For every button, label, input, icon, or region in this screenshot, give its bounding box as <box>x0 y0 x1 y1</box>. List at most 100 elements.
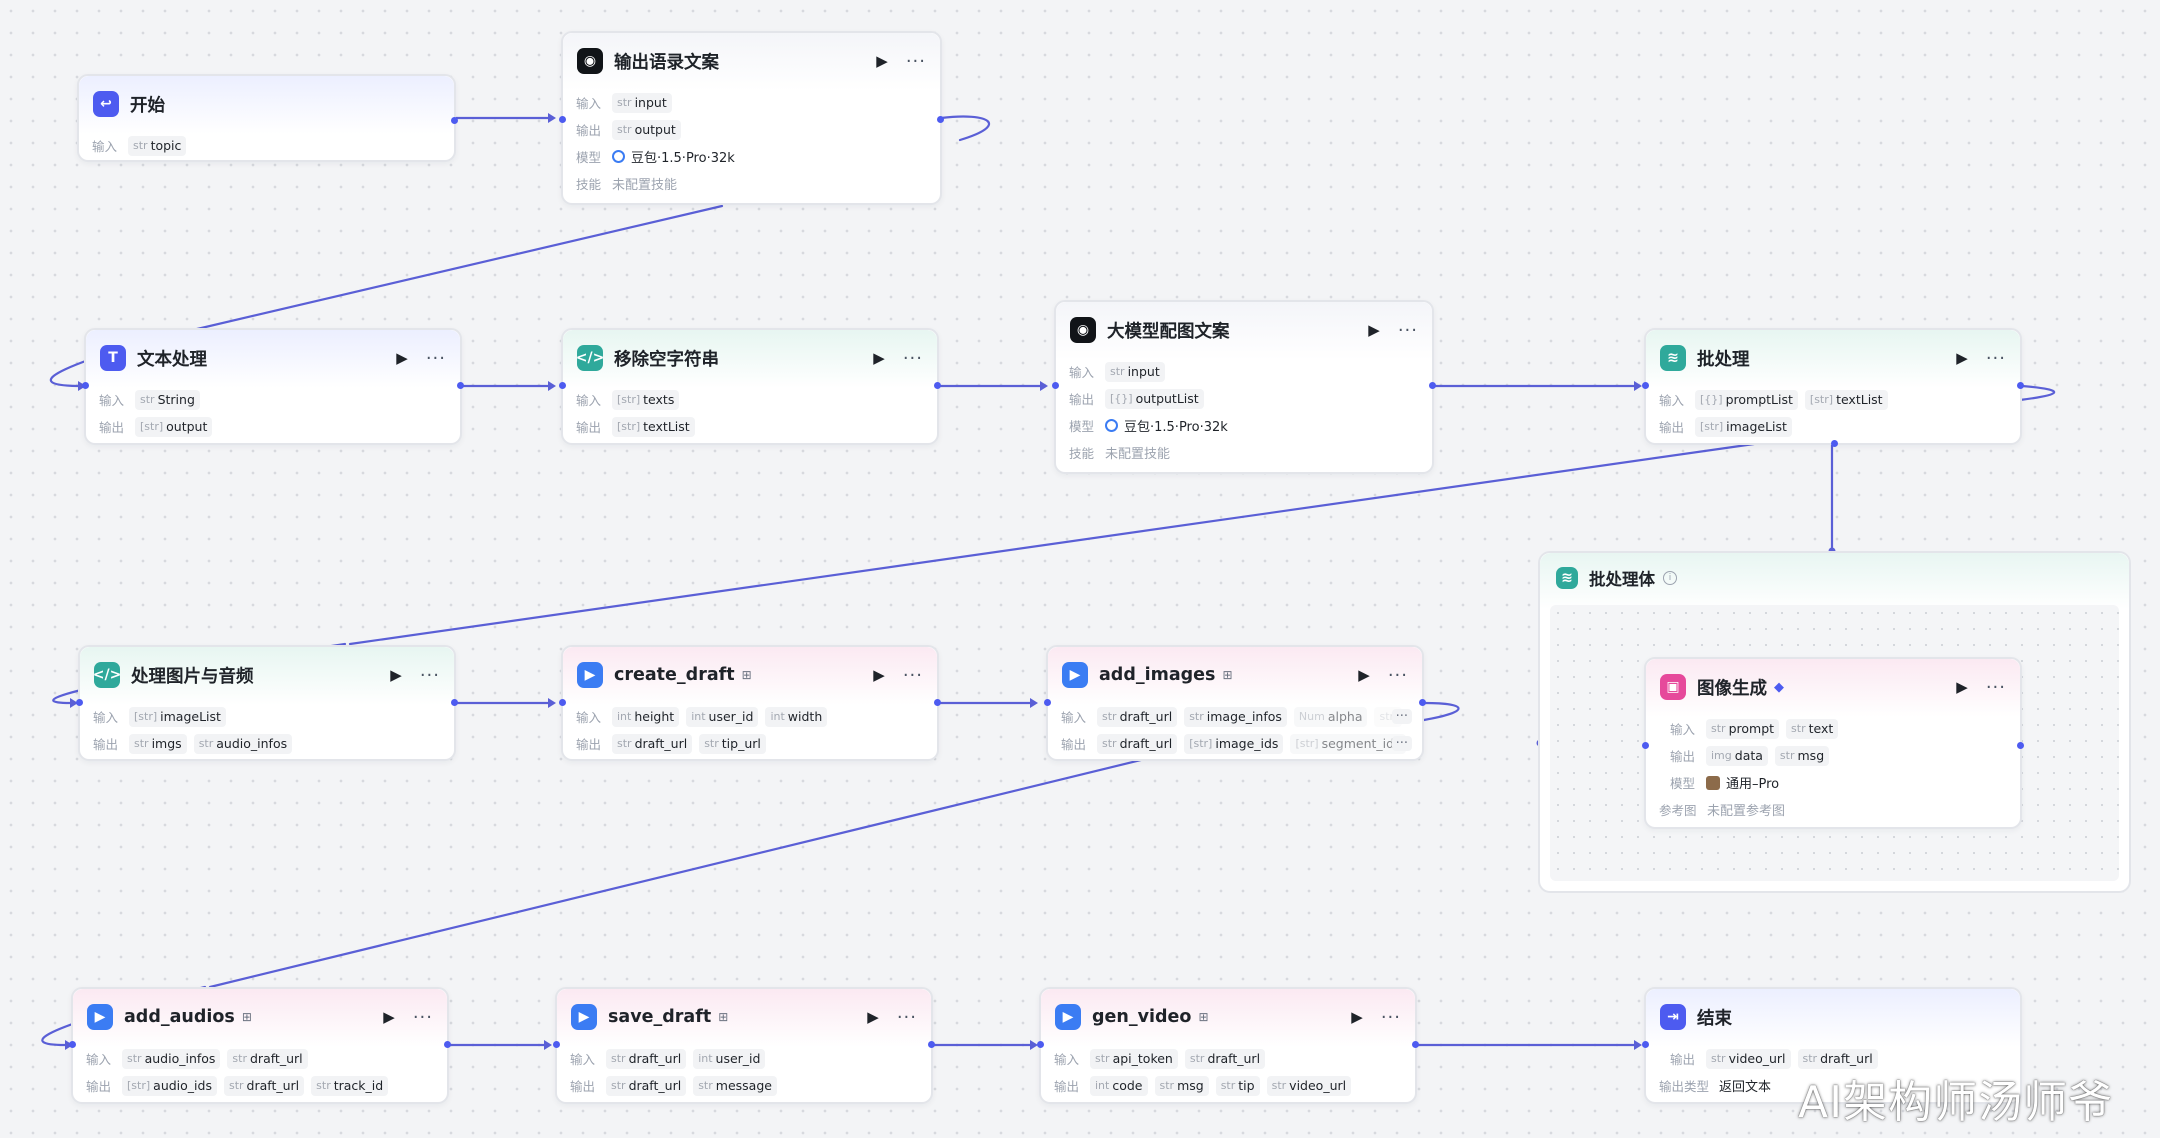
output-port[interactable] <box>2017 741 2024 749</box>
output-port[interactable] <box>1419 698 1426 706</box>
input-label: 输入 <box>576 710 602 725</box>
more-icon[interactable]: ··· <box>1985 676 2006 698</box>
run-icon[interactable]: ▶ <box>873 666 885 684</box>
run-icon[interactable]: ▶ <box>873 349 885 367</box>
more-icon[interactable]: ··· <box>902 347 923 369</box>
output-type-label: 输出类型 <box>1659 1079 1710 1094</box>
model-value: 豆包·1.5·Pro·32k <box>612 147 735 166</box>
output-port[interactable] <box>444 1040 451 1048</box>
more-icon[interactable]: ··· <box>425 347 446 369</box>
output-port[interactable] <box>928 1040 935 1048</box>
node-title: create_draft <box>614 665 735 685</box>
output-port[interactable] <box>457 381 464 389</box>
input-port[interactable] <box>1044 698 1051 706</box>
more-icon[interactable]: ··· <box>896 1006 917 1028</box>
output-port[interactable] <box>934 381 941 389</box>
node-batch[interactable]: ≋ 批处理 ▶ ··· 输入 [{}]promptList [str]textL… <box>1642 328 2024 447</box>
output-port[interactable] <box>934 698 941 706</box>
batch-icon: ≋ <box>1660 345 1686 371</box>
input-port[interactable] <box>1642 1040 1649 1048</box>
more-icon[interactable]: ··· <box>1387 664 1408 686</box>
node-title: 图像生成 <box>1697 678 1767 699</box>
more-icon[interactable]: ··· <box>1397 319 1418 341</box>
ref-value: 未配置参考图 <box>1707 804 1786 819</box>
input-port[interactable] <box>1037 1040 1044 1048</box>
more-icon[interactable]: ··· <box>419 664 440 686</box>
output-label: 输出 <box>1670 749 1696 764</box>
output-label: 输出 <box>1061 737 1087 752</box>
run-icon[interactable]: ▶ <box>1358 666 1370 684</box>
run-icon[interactable]: ▶ <box>1351 1008 1363 1026</box>
more-params-icon[interactable]: ··· <box>1391 736 1412 751</box>
input-port[interactable] <box>1642 741 1649 749</box>
plugin-play-icon: ▶ <box>577 662 603 688</box>
more-icon[interactable]: ··· <box>1985 347 2006 369</box>
run-icon[interactable]: ▶ <box>383 1008 395 1026</box>
run-icon[interactable]: ▶ <box>1956 678 1968 696</box>
input-port[interactable] <box>559 115 566 123</box>
output-port[interactable] <box>1412 1040 1419 1048</box>
output-port[interactable] <box>2017 381 2024 389</box>
node-title: 结束 <box>1697 1008 1732 1029</box>
doubao-icon <box>1105 419 1118 432</box>
node-process-media[interactable]: </> 处理图片与音频 ▶ ··· 输入[str]imageList 输出 st… <box>76 645 458 761</box>
param-tag: [{}]promptList <box>1695 389 1798 410</box>
run-icon[interactable]: ▶ <box>876 52 888 70</box>
output-label: 输出 <box>1054 1079 1080 1094</box>
input-port[interactable] <box>69 1040 76 1048</box>
input-port[interactable] <box>559 698 566 706</box>
more-params-icon[interactable]: ··· <box>1391 709 1412 724</box>
node-title: 大模型配图文案 <box>1107 321 1230 342</box>
output-port[interactable] <box>451 698 458 706</box>
ref-label: 参考图 <box>1659 803 1697 818</box>
input-port[interactable] <box>553 1040 560 1048</box>
plugin-icon: ⊞ <box>1222 668 1233 682</box>
output-port[interactable] <box>1429 381 1436 389</box>
run-icon[interactable]: ▶ <box>867 1008 879 1026</box>
output-port[interactable] <box>451 116 458 124</box>
input-port[interactable] <box>559 381 566 389</box>
more-icon[interactable]: ··· <box>902 664 923 686</box>
model-thumb-icon <box>1706 775 1720 790</box>
input-port[interactable] <box>1052 381 1059 389</box>
run-icon[interactable]: ▶ <box>390 666 402 684</box>
output-port[interactable] <box>937 115 944 123</box>
more-icon[interactable]: ··· <box>905 50 926 72</box>
input-port[interactable] <box>1642 381 1649 389</box>
node-remove-empty[interactable]: </> 移除空字符串 ▶ ··· 输入[str]texts 输出[str]tex… <box>559 328 941 445</box>
image-gen-icon: ▣ <box>1660 674 1686 700</box>
output-label: 输出 <box>576 123 602 138</box>
group-title: 批处理体 <box>1589 570 1655 589</box>
more-icon[interactable]: ··· <box>412 1006 433 1028</box>
run-icon[interactable]: ▶ <box>1368 321 1380 339</box>
run-icon[interactable]: ▶ <box>396 349 408 367</box>
plugin-play-icon: ▶ <box>571 1004 597 1030</box>
input-port[interactable] <box>76 698 83 706</box>
more-icon[interactable]: ··· <box>1380 1006 1401 1028</box>
plugin-play-icon: ▶ <box>1055 1004 1081 1030</box>
run-icon[interactable]: ▶ <box>1956 349 1968 367</box>
batch-body-port[interactable] <box>1831 440 1838 447</box>
info-icon[interactable]: i <box>1663 571 1677 585</box>
input-port[interactable] <box>82 381 89 389</box>
plugin-play-icon: ▶ <box>87 1004 113 1030</box>
